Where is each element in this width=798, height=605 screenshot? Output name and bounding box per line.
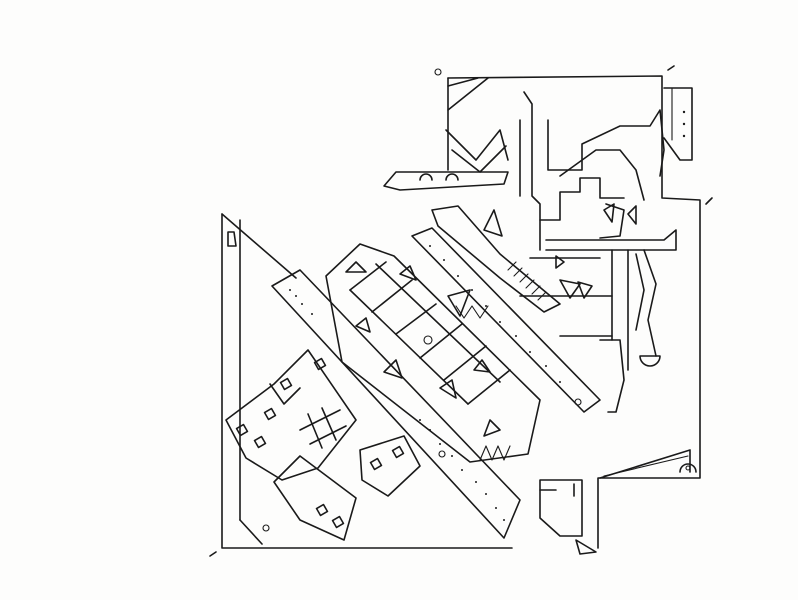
dotted-band-middle — [411, 227, 601, 413]
central-checker-block — [325, 243, 541, 463]
upper-pipe-structure — [383, 91, 677, 413]
hatched-ladder — [431, 205, 593, 313]
tilted-houses-cluster — [225, 349, 446, 541]
lower-right-details — [539, 449, 697, 555]
upper-right-frame — [434, 65, 713, 549]
dotted-band-lower — [271, 269, 521, 539]
lower-left-frame — [209, 213, 513, 557]
